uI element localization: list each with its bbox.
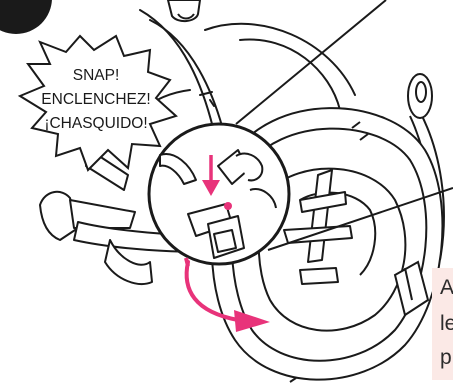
snap-burst-bubble: SNAP! ENCLENCHEZ! ¡CHASQUIDO! bbox=[20, 36, 176, 170]
side-text-line-2: le bbox=[440, 312, 453, 335]
swing-arm-knob-right bbox=[408, 74, 432, 118]
swing-arm-knob-top bbox=[168, 0, 200, 21]
side-instruction-panel: A le p bbox=[432, 268, 453, 380]
side-text-line-1: A bbox=[440, 276, 453, 299]
step-number-disc bbox=[0, 0, 52, 34]
burst-text-fr: ENCLENCHEZ! bbox=[41, 91, 150, 108]
burst-text-en: SNAP! bbox=[73, 67, 120, 84]
side-text-line-3: p bbox=[440, 346, 452, 369]
detail-magnifier bbox=[149, 124, 289, 264]
burst-text-es: ¡CHASQUIDO! bbox=[44, 115, 147, 132]
